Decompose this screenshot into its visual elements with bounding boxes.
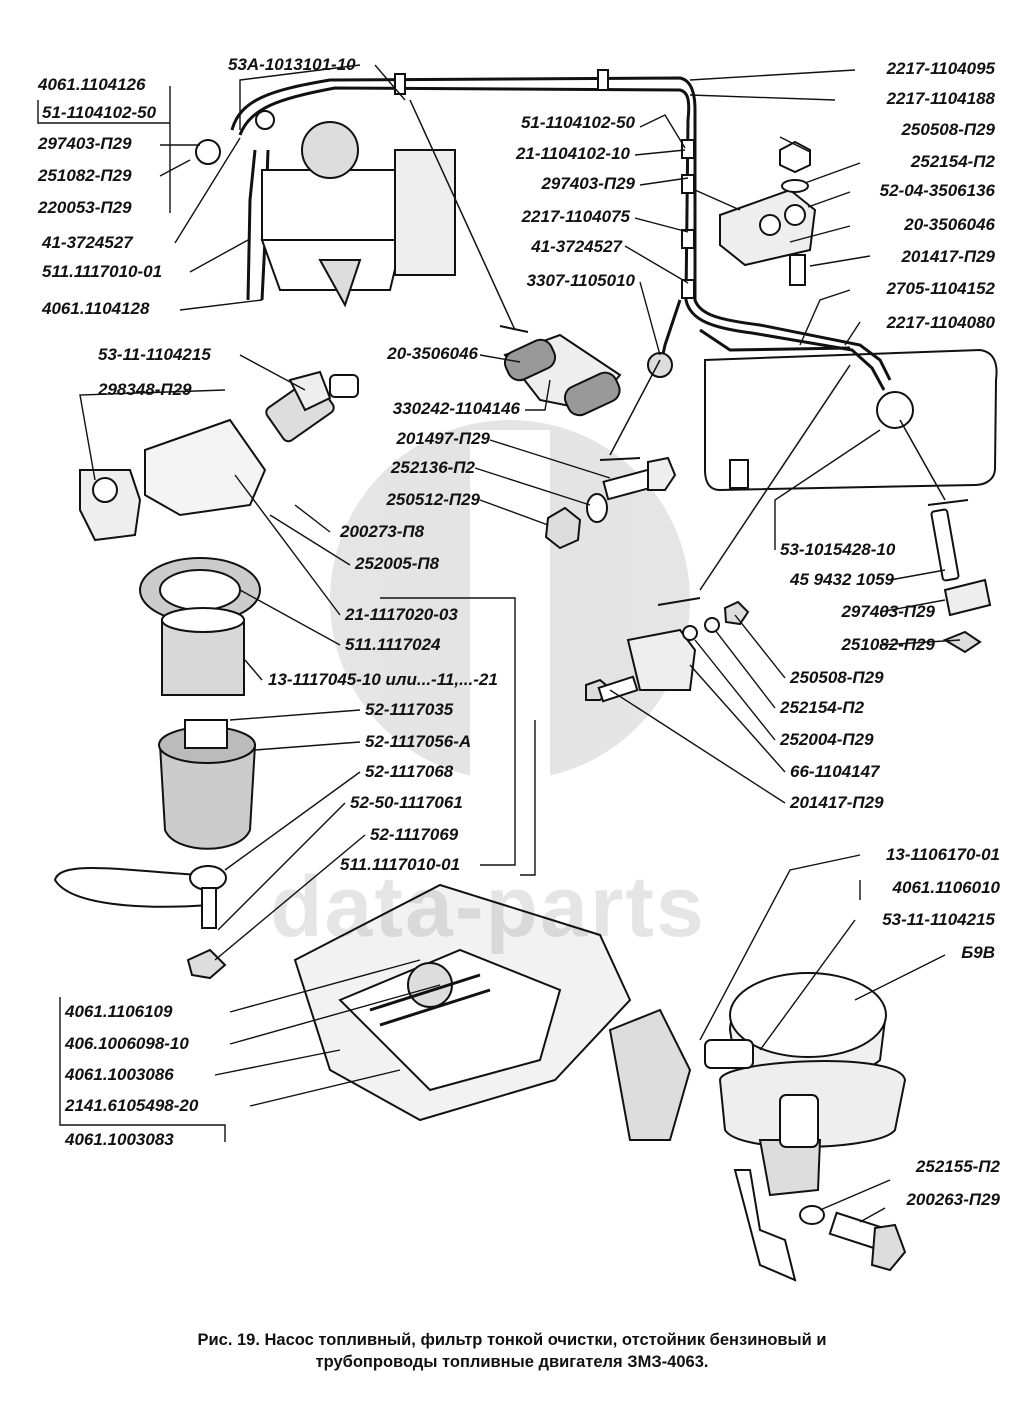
label-13-1117045: 13-1117045-10 или...-11,...-21 [268, 670, 498, 689]
label-200263-p29: 200263-П29 [905, 1190, 1000, 1209]
label-297403-p29-a: 297403-П29 [37, 134, 132, 153]
line-bracket [409, 99, 622, 417]
label-52-50-1117061: 52-50-1117061 [350, 793, 463, 812]
label-511-1117010-01-b: 511.1117010-01 [340, 855, 460, 874]
label-4061-1104126: 4061.1104126 [37, 75, 146, 94]
label-2217-1104188: 2217-1104188 [886, 89, 996, 108]
label-4061-1003083: 4061.1003083 [64, 1130, 174, 1149]
label-251082-p29-b: 251082-П29 [840, 635, 935, 654]
clamp-top-right [694, 140, 817, 286]
fine-fuel-filter [53, 370, 359, 980]
label-406-1006098-10: 406.1006098-10 [64, 1034, 189, 1053]
label-21-1104102-10: 21-1104102-10 [515, 144, 631, 163]
label-13-1106170-01: 13-1106170-01 [886, 845, 1000, 864]
label-45-9432-1059: 45 9432 1059 [789, 570, 895, 589]
label-51-1104102-50-a: 51-1104102-50 [42, 103, 157, 122]
label-201417-p29-b: 201417-П29 [789, 793, 884, 812]
tank-bracket-parts [585, 364, 992, 703]
fuel-pump [608, 972, 907, 1282]
label-21-1117020-03: 21-1117020-03 [344, 605, 458, 624]
label-41-3724527-b: 41-3724527 [530, 237, 623, 256]
label-201417-p29-a: 201417-П29 [900, 247, 995, 266]
part-labels: 4061.1104126 51-1104102-50 297403-П29 25… [37, 55, 1001, 1209]
label-52-04-3506136: 52-04-3506136 [880, 181, 996, 200]
label-b9v: Б9В [961, 943, 995, 962]
label-52-1117035: 52-1117035 [365, 700, 454, 719]
label-20-3506046-b: 20-3506046 [386, 344, 478, 363]
label-252004-p29: 252004-П29 [779, 730, 874, 749]
engine-block-section [293, 883, 632, 1122]
label-52-1117068: 52-1117068 [365, 762, 454, 781]
label-252155-p2: 252155-П2 [915, 1157, 1001, 1176]
label-41-3724527-a: 41-3724527 [41, 233, 134, 252]
label-250512-p29: 250512-П29 [385, 490, 480, 509]
banjo-fitting-top [195, 110, 275, 165]
label-20-3506046-a: 20-3506046 [903, 215, 995, 234]
label-297403-p29-b: 297403-П29 [540, 174, 635, 193]
label-2217-1104095: 2217-1104095 [886, 59, 996, 78]
label-298348-p29: 298348-П29 [97, 380, 192, 399]
label-330242-1104146: 330242-1104146 [393, 399, 521, 418]
figure-caption-line1: Рис. 19. Насос топливный, фильтр тонкой … [197, 1331, 827, 1349]
label-51-1104102-50-b: 51-1104102-50 [521, 113, 636, 132]
label-251082-p29-a: 251082-П29 [37, 166, 132, 185]
label-4061-1104128: 4061.1104128 [41, 299, 150, 318]
label-53-11-1104215-a: 53-11-1104215 [98, 345, 211, 364]
label-252136-p2: 252136-П2 [390, 458, 476, 477]
label-201497-p29: 201497-П29 [395, 429, 490, 448]
label-3307-1105010: 3307-1105010 [527, 271, 636, 290]
label-4061-1106010: 4061.1106010 [892, 878, 1001, 897]
label-2705-1104152: 2705-1104152 [886, 279, 996, 298]
label-2141-6105498-20: 2141.6105498-20 [64, 1096, 199, 1115]
label-52-1117069: 52-1117069 [370, 825, 459, 844]
label-252154-p2-a: 252154-П2 [910, 152, 996, 171]
label-66-1104147: 66-1104147 [790, 762, 881, 781]
label-2217-1104080: 2217-1104080 [886, 313, 996, 332]
label-4061-1003086: 4061.1003086 [64, 1065, 174, 1084]
fuel-tank-outline [647, 348, 998, 492]
watermark-text: data-parts [270, 859, 706, 955]
label-53-1015428-10: 53-1015428-10 [780, 540, 896, 559]
label-250508-p29-a: 250508-П29 [900, 120, 995, 139]
label-297403-p29-c: 297403-П29 [840, 602, 935, 621]
leader-lines [37, 64, 961, 1223]
label-53a-1013101-10: 53А-1013101-10 [228, 55, 356, 74]
label-52-1117056-a: 52-1117056-А [365, 732, 471, 751]
carburetor [260, 121, 456, 308]
label-250508-p29-b: 250508-П29 [789, 668, 884, 687]
line-clips [394, 69, 695, 299]
label-252154-p2-b: 252154-П2 [779, 698, 865, 717]
label-511-1117010-01-a: 511.1117010-01 [42, 262, 162, 281]
label-252005-p8: 252005-П8 [354, 554, 440, 573]
label-200273-p8: 200273-П8 [339, 522, 425, 541]
label-4061-1106109: 4061.1106109 [64, 1002, 173, 1021]
label-2217-1104075: 2217-1104075 [521, 207, 631, 226]
label-511-1117024: 511.1117024 [345, 635, 441, 654]
bolt-201497 [544, 359, 677, 550]
label-220053-p29: 220053-П29 [37, 198, 132, 217]
label-53-11-1104215-b: 53-11-1104215 [882, 910, 995, 929]
figure-caption-line2: трубопроводы топливные двигателя ЗМЗ-406… [315, 1353, 709, 1371]
